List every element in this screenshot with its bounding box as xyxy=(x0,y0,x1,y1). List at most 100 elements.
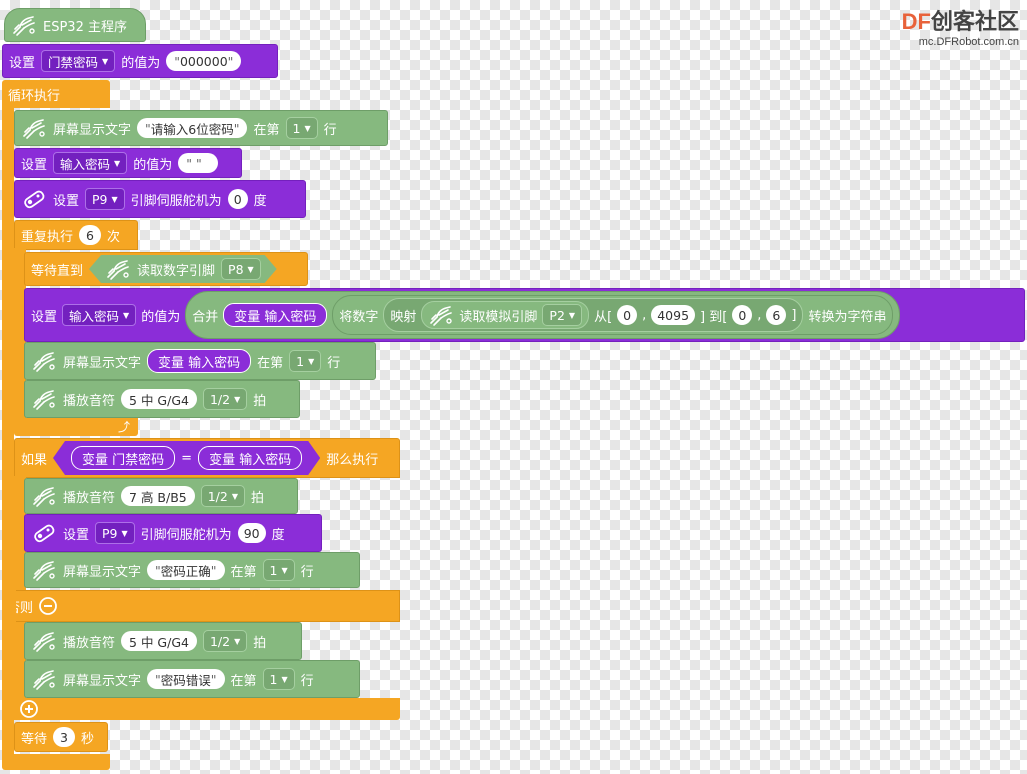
repeat-arrow-icon: ⤴ xyxy=(118,420,131,434)
variable-name: 门禁密码 xyxy=(48,54,99,70)
servo-angle-value: 90 xyxy=(243,525,260,541)
note-input[interactable]: 5 中 G/G4 xyxy=(121,631,197,651)
servo-block-1[interactable]: 设置 P9▼ 引脚伺服舵机为 0 度 xyxy=(14,180,306,218)
wait-suffix: 秒 xyxy=(80,731,94,747)
set-input-password-block-2[interactable]: 设置 输入密码▼ 的值为 合并 变量 输入密码 将数字 映射 读取模拟引脚 P2… xyxy=(24,288,1025,342)
dropdown-arrow-icon: ▼ xyxy=(308,356,315,366)
hand-icon xyxy=(11,13,37,37)
wait-until-block[interactable]: 等待直到 读取数字引脚 P8▼ xyxy=(24,252,308,286)
quote-close: " xyxy=(227,53,234,69)
add-else-icon[interactable] xyxy=(20,700,38,718)
display-text-block-3[interactable]: 屏幕显示文字 "密码正确" 在第 1▼ 行 xyxy=(24,552,360,588)
servo-icon xyxy=(21,187,47,211)
door-password-variable[interactable]: 变量 门禁密码 xyxy=(71,446,175,470)
set-input-password-block-1[interactable]: 设置 输入密码▼ 的值为 " " xyxy=(14,148,242,178)
set-door-password-block[interactable]: 设置 门禁密码▼ 的值为 "000000" xyxy=(2,44,278,78)
display-text-block-4[interactable]: 屏幕显示文字 "密码错误" 在第 1▼ 行 xyxy=(24,660,360,698)
servo-angle-input[interactable]: 0 xyxy=(227,189,248,209)
display-text-input[interactable]: "请输入6位密码" xyxy=(137,118,248,138)
equals-condition-block[interactable]: 变量 门禁密码 = 变量 输入密码 xyxy=(53,441,320,475)
variable-dropdown[interactable]: 输入密码▼ xyxy=(53,152,128,174)
input-password-variable[interactable]: 变量 输入密码 xyxy=(223,303,328,327)
input-value-field[interactable]: " " xyxy=(178,153,219,173)
display-text-input[interactable]: "密码正确" xyxy=(147,560,225,580)
pin-value: P9 xyxy=(102,525,118,541)
analog-pin-dropdown[interactable]: P2▼ xyxy=(542,304,583,326)
join-block[interactable]: 合并 变量 输入密码 将数字 映射 读取模拟引脚 P2▼ 从[ 0 , 4095… xyxy=(185,291,901,339)
input-password-variable[interactable]: 变量 输入密码 xyxy=(198,446,302,470)
variable-dropdown[interactable]: 门禁密码▼ xyxy=(41,50,116,72)
beat-dropdown[interactable]: 1/2▼ xyxy=(202,630,248,652)
from-low-input[interactable]: 0 xyxy=(617,305,638,325)
repeat-bottom xyxy=(14,418,138,436)
wait-seconds-input[interactable]: 3 xyxy=(53,727,75,747)
hand-icon xyxy=(21,116,47,140)
dropdown-arrow-icon: ▼ xyxy=(247,264,254,274)
quote-open: " xyxy=(155,562,161,578)
display-text-block-2[interactable]: 屏幕显示文字 变量 输入密码 在第 1▼ 行 xyxy=(24,342,376,380)
remove-else-icon[interactable] xyxy=(39,597,57,615)
note-value: 7 高 B/B5 xyxy=(129,489,187,505)
else-section[interactable]: 否则 xyxy=(7,590,400,622)
note-input[interactable]: 7 高 B/B5 xyxy=(121,486,195,506)
display-text-value: 请输入6位密码 xyxy=(150,121,234,137)
at-line-label: 在第 xyxy=(230,564,257,580)
beat-value: 1/2 xyxy=(209,633,231,649)
read-digital-pin-block[interactable]: 读取数字引脚 P8▼ xyxy=(89,255,277,283)
from-high-value: 4095 xyxy=(657,307,690,323)
play-tone-block-3[interactable]: 播放音符 5 中 G/G4 1/2▼ 拍 xyxy=(24,622,302,660)
display-text-input[interactable]: "密码错误" xyxy=(147,669,225,689)
to-high-input[interactable]: 6 xyxy=(766,305,787,325)
number-to-string-block[interactable]: 将数字 映射 读取模拟引脚 P2▼ 从[ 0 , 4095 ] 到[ 0 , 6… xyxy=(332,295,894,335)
line-value: 1 xyxy=(292,120,301,136)
display-label: 屏幕显示文字 xyxy=(53,122,132,138)
display-text-block-1[interactable]: 屏幕显示文字 "请输入6位密码" 在第 1▼ 行 xyxy=(14,110,388,146)
dropdown-arrow-icon: ▼ xyxy=(304,123,311,133)
door-password-value-input[interactable]: "000000" xyxy=(166,51,242,71)
digital-pin-dropdown[interactable]: P8▼ xyxy=(221,258,261,280)
map-block[interactable]: 映射 读取模拟引脚 P2▼ 从[ 0 , 4095 ] 到[ 0 , 6 ] xyxy=(383,298,804,332)
line-value: 1 xyxy=(296,353,305,369)
line-dropdown[interactable]: 1▼ xyxy=(289,350,322,372)
from-label: 从[ xyxy=(594,309,613,325)
play-tone-block-1[interactable]: 播放音符 5 中 G/G4 1/2▼ 拍 xyxy=(24,380,300,418)
pin-dropdown[interactable]: P9▼ xyxy=(85,188,125,210)
quote-open: " xyxy=(174,53,180,69)
beat-suffix: 拍 xyxy=(251,490,265,506)
servo-angle-input[interactable]: 90 xyxy=(237,523,266,543)
quote-close: " xyxy=(210,671,217,687)
line-dropdown[interactable]: 1▼ xyxy=(262,668,295,690)
hand-icon xyxy=(31,484,57,508)
to-low-input[interactable]: 0 xyxy=(732,305,753,325)
line-dropdown[interactable]: 1▼ xyxy=(262,559,295,581)
line-dropdown[interactable]: 1▼ xyxy=(285,117,318,139)
main-program-hat-block[interactable]: ESP32 主程序 xyxy=(4,8,146,42)
analog-pin-value: P2 xyxy=(549,307,565,323)
variable-dropdown[interactable]: 输入密码▼ xyxy=(62,304,137,326)
door-password-value: 000000 xyxy=(179,53,228,69)
from-high-input[interactable]: 4095 xyxy=(651,305,696,325)
pin-dropdown[interactable]: P9▼ xyxy=(95,522,135,544)
note-input[interactable]: 5 中 G/G4 xyxy=(121,389,197,409)
logo-brand-df: DF xyxy=(901,9,931,34)
note-value: 5 中 G/G4 xyxy=(129,634,189,650)
to-label: ] 到[ xyxy=(700,309,728,325)
servo-label: 引脚伺服舵机为 xyxy=(130,193,222,209)
beat-dropdown[interactable]: 1/2▼ xyxy=(202,388,248,410)
repeat-block[interactable]: 重复执行 6 次 xyxy=(14,220,138,250)
servo-block-2[interactable]: 设置 P9▼ 引脚伺服舵机为 90 度 xyxy=(24,514,322,552)
wait-seconds-block[interactable]: 等待 3 秒 xyxy=(14,722,108,752)
to-high-value: 6 xyxy=(772,307,781,323)
quote-close: " xyxy=(210,562,217,578)
input-password-variable[interactable]: 变量 输入密码 xyxy=(147,349,252,373)
if-else-block[interactable]: 如果 变量 门禁密码 = 变量 输入密码 那么执行 xyxy=(14,438,400,478)
beat-dropdown[interactable]: 1/2▼ xyxy=(200,485,246,507)
read-analog-pin-block[interactable]: 读取模拟引脚 P2▼ xyxy=(421,301,590,329)
repeat-count-input[interactable]: 6 xyxy=(79,225,101,245)
dropdown-arrow-icon: ▼ xyxy=(123,310,130,320)
forever-loop-block[interactable] xyxy=(2,80,110,108)
line-suffix: 行 xyxy=(323,122,337,138)
join-label: 合并 xyxy=(192,309,219,325)
play-tone-block-2[interactable]: 播放音符 7 高 B/B5 1/2▼ 拍 xyxy=(24,478,298,514)
at-line-label: 在第 xyxy=(257,355,284,371)
